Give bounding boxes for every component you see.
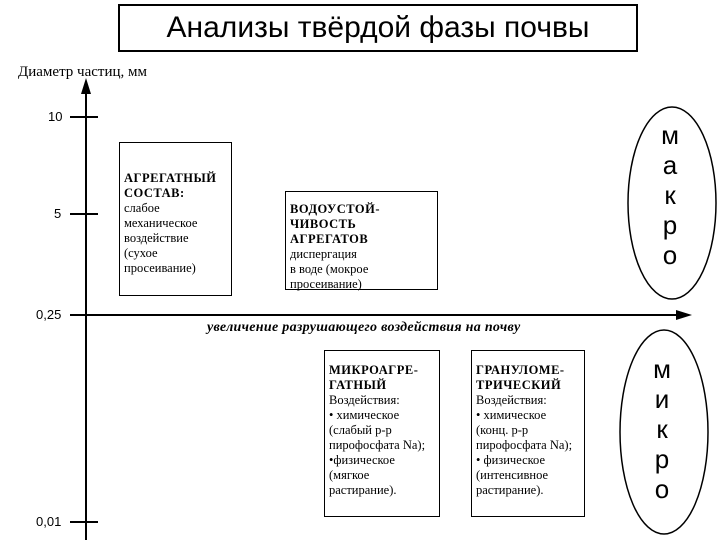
micro-body-2: • химическое (329, 408, 400, 422)
granulo-body-4: пирофосфата Na); (476, 438, 573, 452)
tick-label-0-01: 0,01 (36, 514, 62, 529)
granulo-head-2: ТРИЧЕСКИЙ (476, 378, 562, 392)
macro-letter-2: а (662, 150, 678, 180)
water-body-1: диспергация (290, 247, 357, 261)
water-head-1: ВОДОУСТОЙ- (290, 202, 381, 216)
aggregate-body-3: воздействие (124, 231, 189, 245)
macro-letter-1: м (661, 120, 679, 150)
microaggregate-box: МИКРОАГРЕ- ГАТНЫЙ Воздействия: • химичес… (324, 350, 440, 517)
micro-head-1: МИКРОАГРЕ- (329, 363, 419, 377)
macro-letter-3: к (664, 180, 676, 210)
micro-body-5: •физическое (329, 453, 395, 467)
micro-letter-5: о (654, 474, 670, 504)
granulo-body-1: Воздействия: (476, 393, 547, 407)
micro-body-1: Воздействия: (329, 393, 400, 407)
micro-body-6: (мягкое (329, 468, 370, 482)
x-axis-label: увеличение разрушающего воздействия на п… (207, 320, 521, 335)
macro-letter-4: р (662, 210, 678, 240)
aggregate-body-5: просеивание) (124, 261, 196, 275)
granulo-body-5: • физическое (476, 453, 546, 467)
micro-head-2: ГАТНЫЙ (329, 378, 387, 392)
page-title: Анализы твёрдой фазы почвы (118, 4, 638, 52)
micro-letter-1: м (653, 354, 671, 384)
micro-body-7: растирание). (329, 483, 397, 497)
aggregate-body-4: (сухое (124, 246, 158, 260)
x-axis-arrowhead (676, 310, 692, 320)
tick-label-10: 10 (48, 109, 63, 124)
water-head-2: ЧИВОСТЬ АГРЕГАТОВ (290, 217, 369, 246)
micro-body-4: пирофосфата Na); (329, 438, 426, 452)
water-body-3: просеивание) (290, 277, 362, 291)
y-axis-arrowhead (81, 78, 91, 94)
y-axis-label: Диаметр частиц, мм (18, 64, 148, 80)
micro-body-3: (слабый р-р (329, 423, 392, 437)
granulo-body-2: • химическое (476, 408, 547, 422)
granulometric-box: ГРАНУЛОМЕ- ТРИЧЕСКИЙ Воздействия: • хими… (471, 350, 585, 517)
macro-ellipse (627, 106, 717, 300)
macro-vertical-label: м а к р о (650, 120, 690, 270)
aggregate-body-1: слабое (124, 201, 160, 215)
water-stability-box: ВОДОУСТОЙ- ЧИВОСТЬ АГРЕГАТОВ диспергация… (285, 191, 438, 291)
tick-label-0-25: 0,25 (36, 307, 62, 322)
granulo-body-7: растирание). (476, 483, 544, 497)
granulo-head-1: ГРАНУЛОМЕ- (476, 363, 565, 377)
aggregate-head-2: СОСТАВ: (124, 186, 185, 200)
granulo-body-6: (интенсивное (476, 468, 549, 482)
micro-ellipse (619, 329, 709, 535)
granulo-body-3: (конц. р-р (476, 423, 529, 437)
micro-letter-3: к (656, 414, 668, 444)
micro-vertical-label: м и к р о (642, 354, 682, 504)
micro-letter-2: и (654, 384, 670, 414)
micro-letter-4: р (654, 444, 670, 474)
aggregate-body-2: механическое (124, 216, 198, 230)
tick-label-5: 5 (54, 206, 62, 221)
water-body-2: в воде (мокрое (290, 262, 369, 276)
aggregate-head-1: АГРЕГАТНЫЙ (124, 171, 217, 185)
macro-letter-5: о (662, 240, 678, 270)
aggregate-composition-box: АГРЕГАТНЫЙ СОСТАВ: слабое механическое в… (119, 142, 232, 296)
